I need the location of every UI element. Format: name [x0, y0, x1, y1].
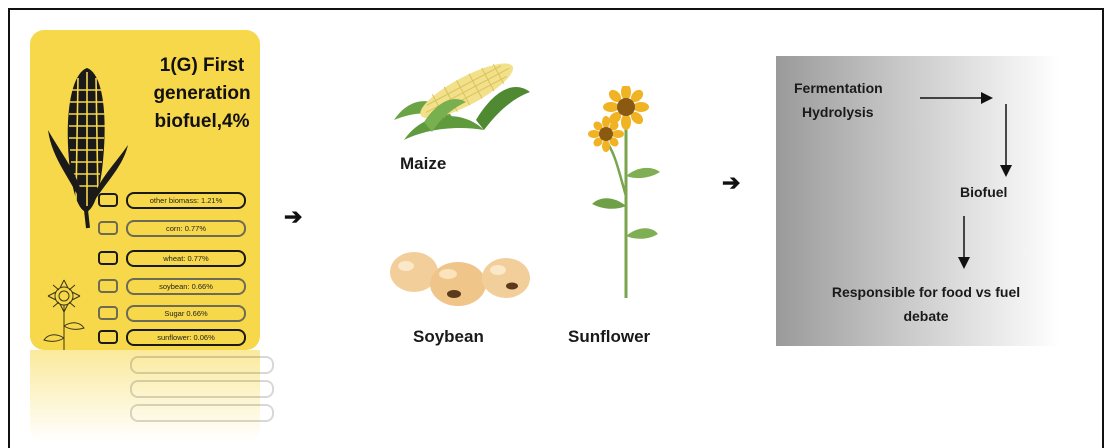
legend-label: corn: 0.77%	[126, 220, 246, 237]
legend-label: Sugar 0.66%	[126, 305, 246, 322]
debate-note-line2: debate	[806, 308, 1046, 324]
legend-checkbox	[98, 193, 118, 207]
biofuel-label: Biofuel	[960, 184, 1007, 200]
reflection-pill	[130, 356, 274, 374]
legend-checkbox	[98, 330, 118, 344]
card-reflection	[30, 350, 260, 442]
legend-label: sunflower: 0.06%	[126, 329, 246, 346]
legend-row-soybean: soybean: 0.66%	[98, 278, 258, 296]
legend-row-wheat: wheat: 0.77%	[98, 250, 258, 268]
legend-label: other biomass: 1.21%	[126, 192, 246, 209]
legend-row-other-biomass: other biomass: 1.21%	[98, 192, 258, 210]
legend-label: wheat: 0.77%	[126, 250, 246, 267]
reflection-pill	[130, 404, 274, 422]
legend-checkbox	[98, 306, 118, 320]
first-generation-card: 1(G) First generation biofuel,4% other b…	[30, 30, 260, 350]
reflection-pill	[130, 380, 274, 398]
sunflower-icon	[586, 86, 666, 300]
sunflower-label: Sunflower	[568, 327, 650, 347]
legend-row-sugar: Sugar 0.66%	[98, 305, 258, 323]
legend-label: soybean: 0.66%	[126, 278, 246, 295]
card-title: 1(G) First generation biofuel,4%	[142, 52, 260, 136]
soybean-icon	[386, 244, 536, 314]
legend-row-corn: corn: 0.77%	[98, 220, 258, 238]
soybean-label: Soybean	[413, 327, 484, 347]
legend-checkbox	[98, 251, 118, 265]
process-arrows	[776, 56, 1060, 346]
maize-label: Maize	[400, 154, 446, 174]
sunflower-line-art-icon	[34, 266, 104, 350]
legend-checkbox	[98, 279, 118, 293]
flow-arrow-1: ➔	[284, 204, 302, 230]
debate-note-line1: Responsible for food vs fuel	[806, 284, 1046, 300]
maize-icon	[384, 50, 534, 150]
process-panel: Fermentation Hydrolysis Biofuel Responsi…	[776, 56, 1060, 346]
legend-row-sunflower: sunflower: 0.06%	[98, 329, 258, 347]
flow-arrow-2: ➔	[722, 170, 740, 196]
legend-checkbox	[98, 221, 118, 235]
